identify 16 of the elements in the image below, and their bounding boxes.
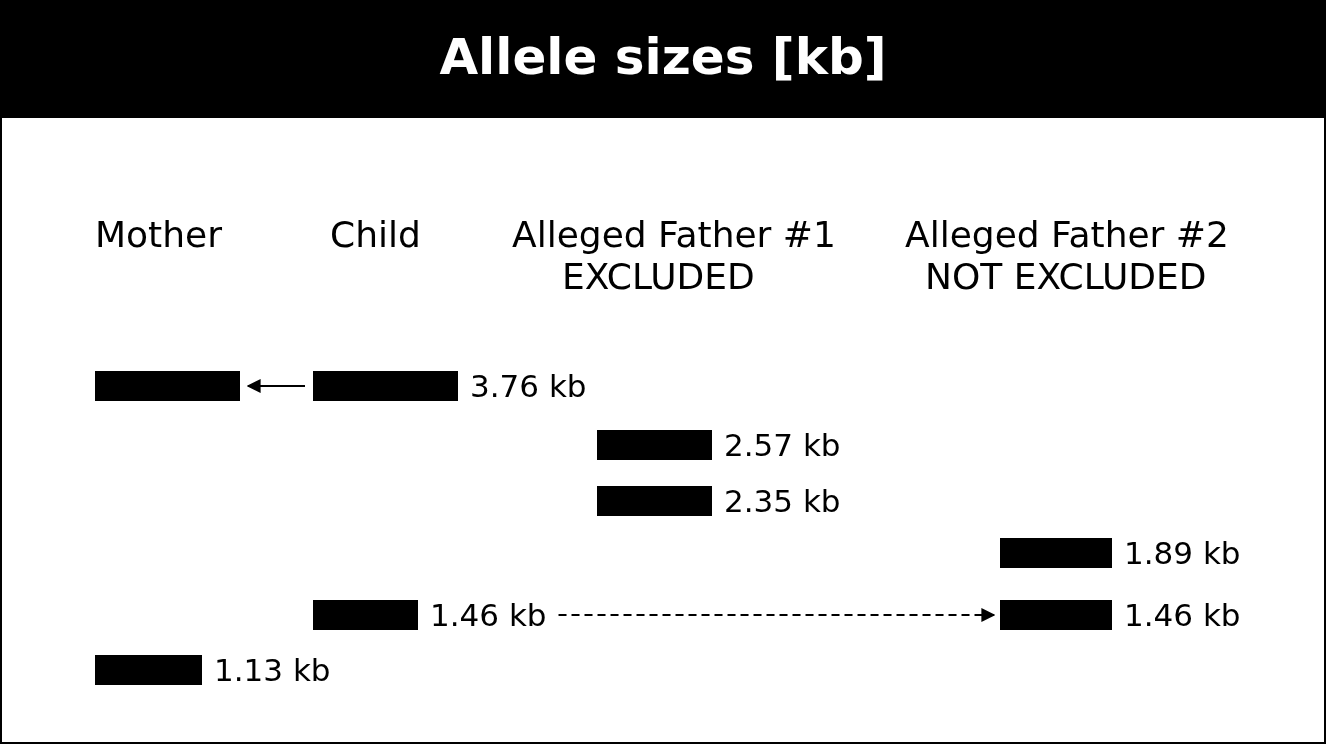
column-heading: NOT EXCLUDED	[925, 256, 1207, 297]
column-heading: Child	[330, 214, 421, 255]
column-heading: Mother	[95, 214, 222, 255]
size-label: 3.76 kb	[470, 368, 587, 404]
column-heading: Alleged Father #2	[905, 214, 1229, 255]
size-label: 1.89 kb	[1124, 535, 1241, 571]
arrow	[557, 608, 996, 622]
size-label: 1.13 kb	[214, 652, 331, 688]
arrow	[246, 379, 306, 393]
size-label: 2.57 kb	[724, 427, 841, 463]
column-heading: Alleged Father #1	[512, 214, 836, 255]
column-heading: EXCLUDED	[562, 256, 755, 297]
size-label: 1.46 kb	[430, 597, 547, 633]
title: Allele sizes [kb]	[439, 28, 887, 86]
size-label: 1.46 kb	[1124, 597, 1241, 633]
size-label: 2.35 kb	[724, 483, 841, 519]
